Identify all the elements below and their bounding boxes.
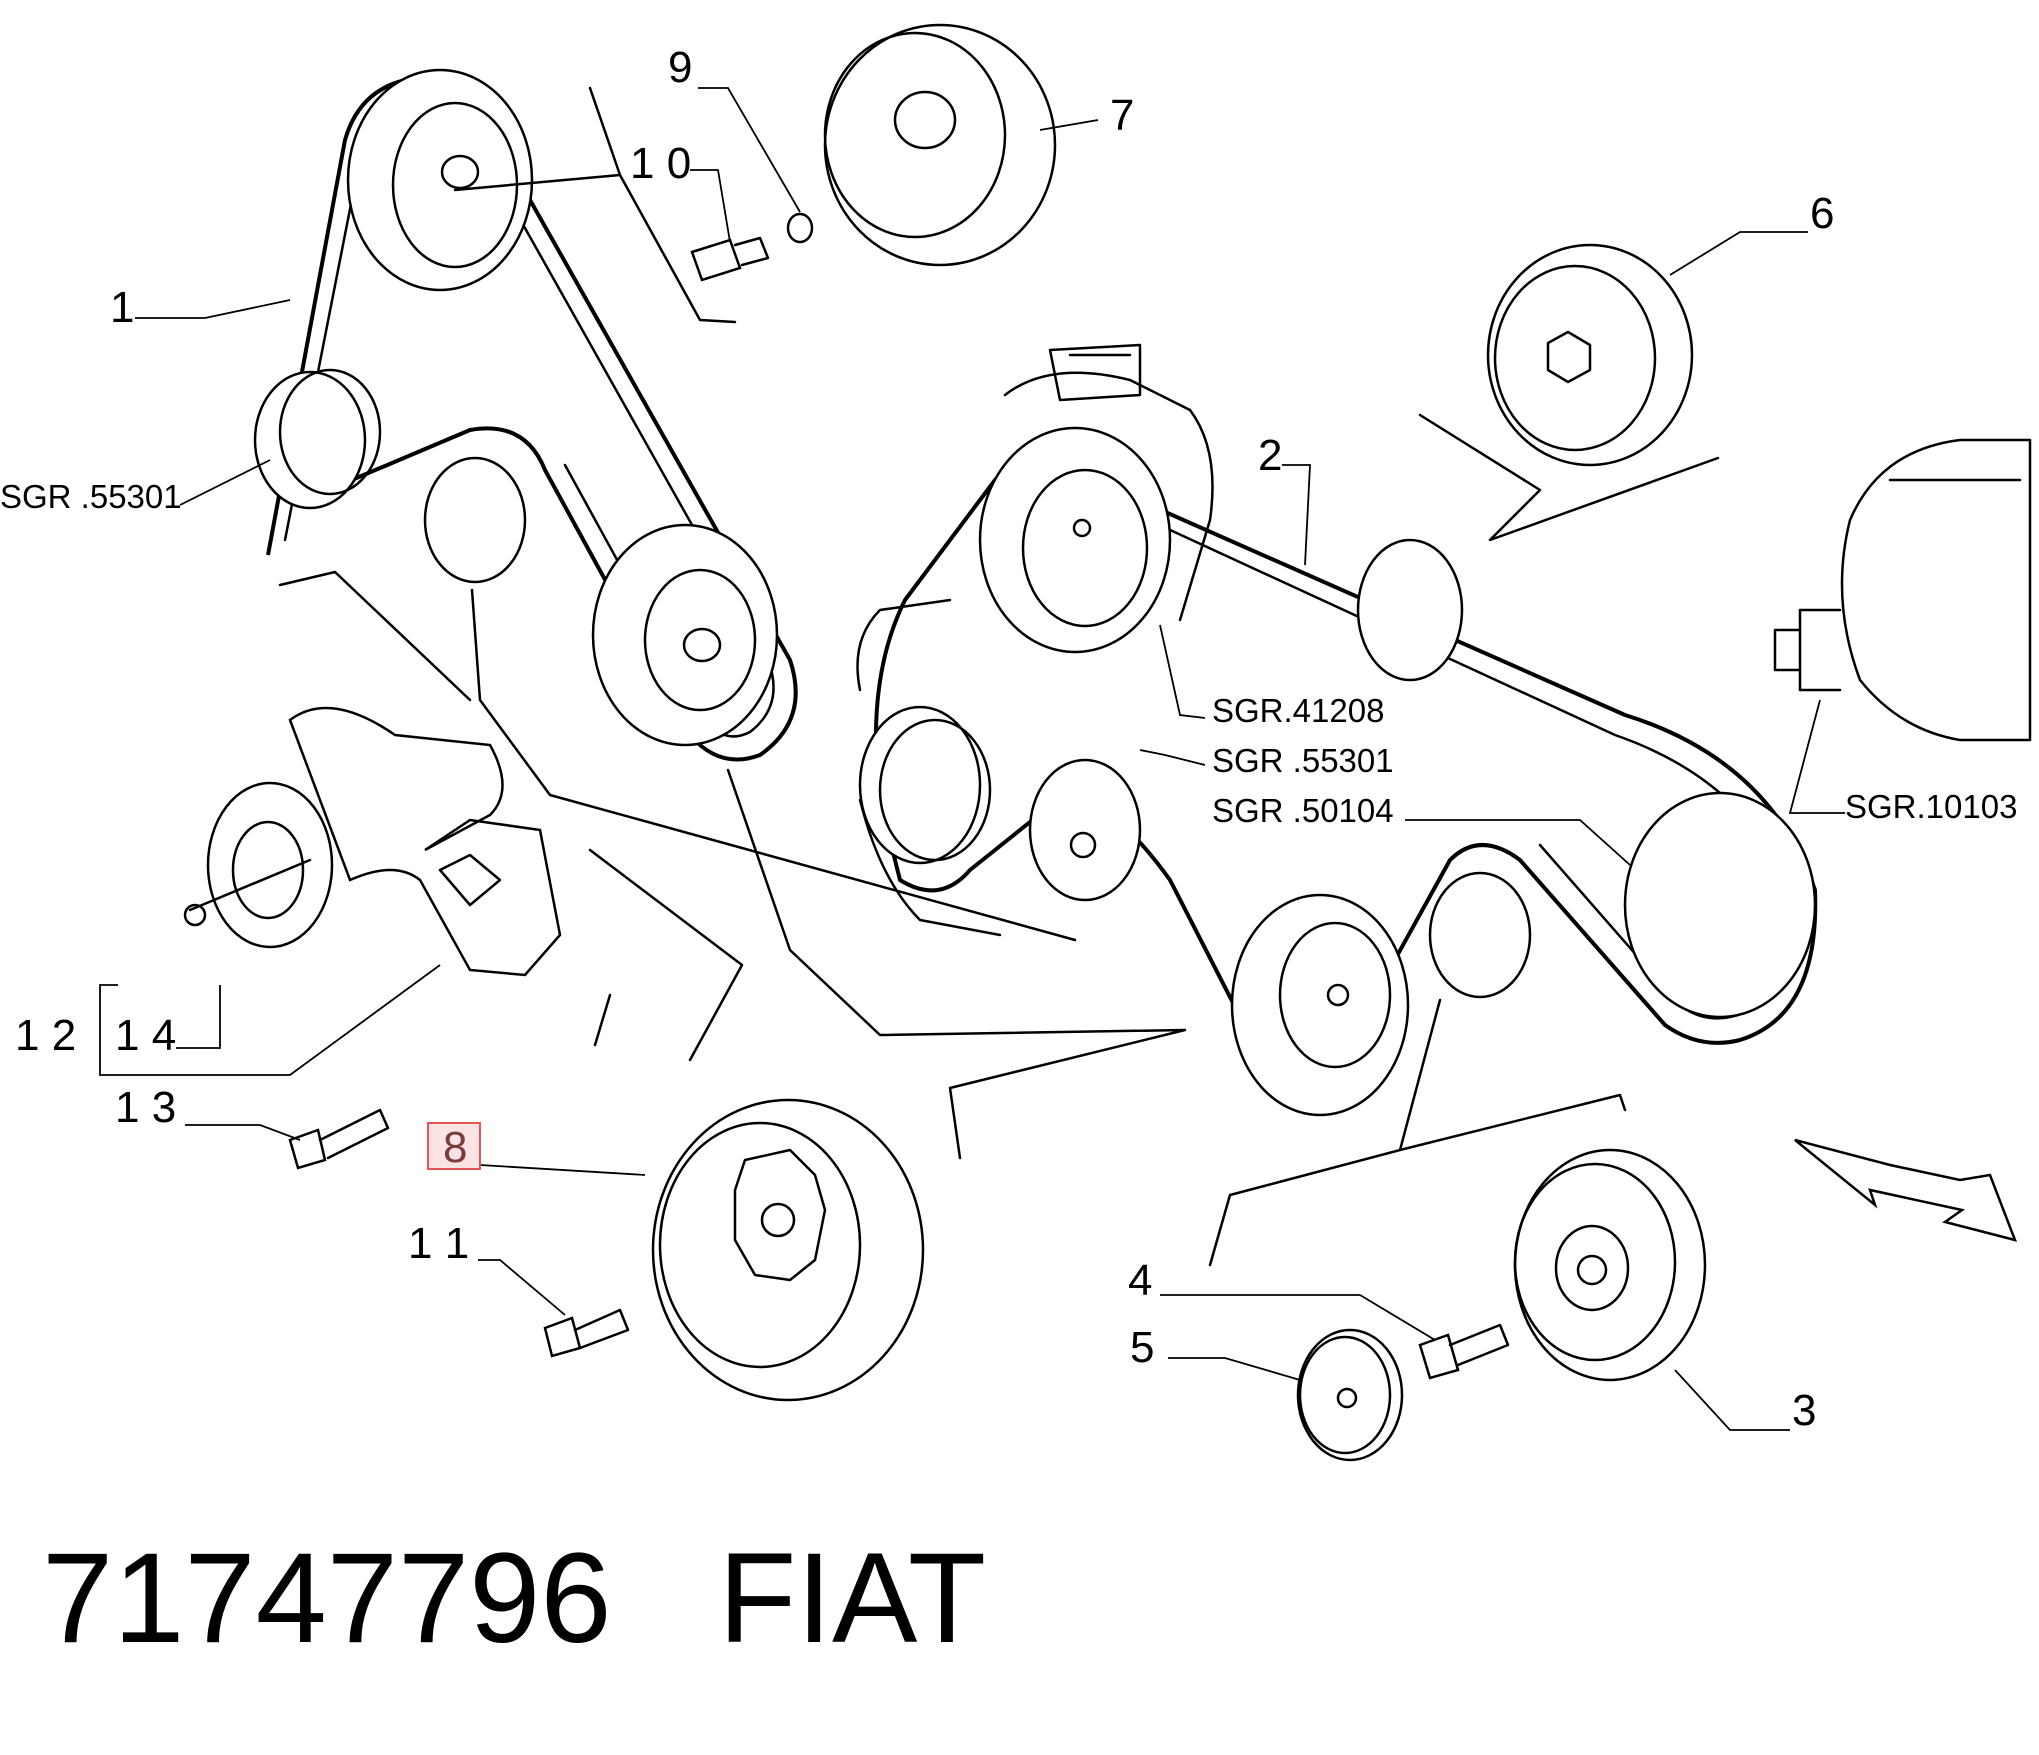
part-number: 71747796 [42, 1527, 612, 1670]
callout-7: 7 [1110, 91, 1134, 140]
pulley-3 [1513, 1148, 1707, 1382]
pulley-lower-mid [1230, 893, 1410, 1117]
pulley-far-right [1623, 791, 1817, 1019]
callout-leaders [99, 87, 1845, 1431]
callout-9: 9 [668, 43, 692, 92]
screw-13 [288, 1108, 390, 1170]
crankshaft-detail [1773, 438, 2032, 742]
ref-sgr-41208: SGR.41208 [1212, 692, 1384, 729]
ref-sgr-10103: SGR.10103 [1845, 788, 2017, 825]
callout-5: 5 [1130, 1323, 1154, 1372]
ref-sgr-55301-left: SGR .55301 [0, 478, 182, 515]
callout-11: 1 1 [408, 1219, 469, 1268]
pulley-mid-idler [423, 456, 527, 584]
callout-6: 6 [1810, 189, 1834, 238]
ref-sgr-55301-mid: SGR .55301 [1212, 742, 1394, 779]
washer-5 [1296, 1328, 1404, 1462]
callout-12: 1 2 [15, 1011, 76, 1060]
clip-9 [786, 212, 814, 244]
callout-3: 3 [1792, 1386, 1816, 1435]
callout-10: 1 0 [630, 139, 691, 188]
highlight-box-8 [427, 1122, 481, 1170]
callout-4: 4 [1128, 1256, 1152, 1305]
brand-name: FIAT [718, 1527, 986, 1670]
bolt-10 [690, 236, 770, 282]
screw-11 [543, 1308, 630, 1358]
pulley-water-pump [1028, 758, 1142, 902]
pulley-left-idler [253, 368, 382, 510]
pulley-upper-crank [346, 68, 534, 292]
leader-6-area [1418, 413, 1720, 542]
pulley-alternator [858, 705, 992, 865]
tensioner-assembly [183, 706, 562, 977]
callout-14: 1 4 [115, 1011, 176, 1060]
ref-sgr-50104: SGR .50104 [1212, 792, 1394, 829]
part-number-footer: 71747796 FIAT [42, 1535, 986, 1663]
callout-13: 1 3 [115, 1083, 176, 1132]
callout-2: 2 [1258, 431, 1282, 480]
pulley-6 [1486, 243, 1694, 467]
pulley-8 [651, 1098, 925, 1402]
direction-arrow-icon [1794, 1138, 2018, 1242]
pulley-lower-left [591, 523, 779, 747]
shaft-lines [278, 86, 1187, 1160]
pulley-right-idler [1356, 538, 1464, 682]
pulley-7 [823, 23, 1057, 267]
callout-8: 8 [443, 1123, 467, 1172]
pulley-mid-right-idler [1428, 871, 1532, 999]
callout-1: 1 [110, 283, 134, 332]
bolt-4 [1418, 1323, 1510, 1380]
pulley-upper-mid [978, 426, 1172, 654]
leader-lower-right [1208, 998, 1627, 1267]
